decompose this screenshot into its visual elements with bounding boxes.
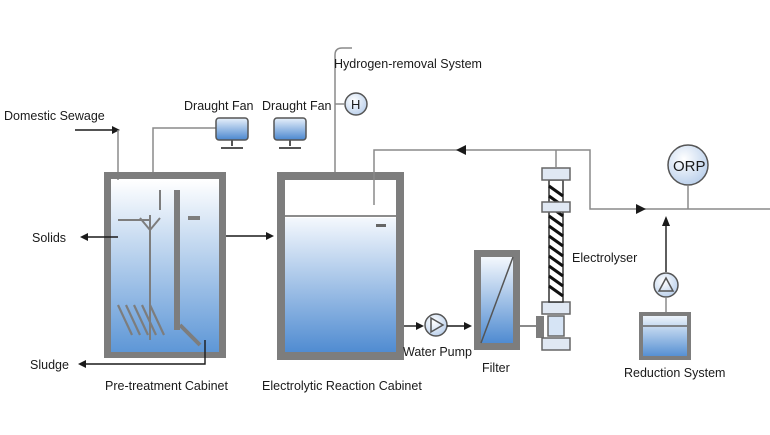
draught-fan-2: Draught Fan (262, 99, 332, 149)
hydrogen-symbol: H (351, 97, 360, 112)
electrolytic-cabinet-label: Electrolytic Reaction Cabinet (262, 379, 422, 393)
draught-fan-1: Draught Fan (152, 99, 254, 172)
pretreatment-wall-top (104, 172, 226, 179)
electrolyser-top-cap (541, 167, 571, 181)
pretreatment-cabinet: Pre-treatment Cabinet (104, 172, 229, 393)
electrolytic-level-probe (376, 224, 386, 227)
pretreatment-wall-bottom (104, 352, 226, 358)
solids-label: Solids (32, 231, 66, 245)
solids-outlet: Solids (32, 231, 118, 245)
reduction-pump-icon (657, 276, 675, 292)
electrolyser-label: Electrolyser (572, 251, 637, 265)
fan1-duct (152, 127, 216, 172)
sludge-arrow-line (82, 340, 206, 365)
reduction-tank (639, 312, 691, 360)
orp-meter: ORP (667, 144, 709, 209)
pretreatment-wall-right (219, 172, 226, 358)
electrolyser-base-cap (541, 337, 571, 351)
electrolytic-liquid (284, 218, 396, 353)
pretreatment-inclined-plates (117, 304, 165, 336)
pump-inlet-arrow (416, 322, 424, 330)
reduction-feed-arrow (662, 216, 670, 226)
return-pipe (373, 149, 556, 205)
electrolytic-reaction-cabinet: Electrolytic Reaction Cabinet (262, 172, 422, 393)
pretreatment-cabinet-label: Pre-treatment Cabinet (105, 379, 229, 393)
pump-outlet-arrow (464, 322, 472, 330)
return-arrow-head (456, 145, 466, 155)
return-line (373, 145, 770, 214)
electrolyser-inlet-flange (536, 316, 544, 338)
sludge-label: Sludge (30, 358, 69, 372)
fan1-body (215, 117, 249, 141)
pretreatment-wall-left (104, 172, 111, 358)
filter: Filter (474, 250, 536, 375)
transfer-arrow-head (266, 232, 274, 240)
electrolyser-lower-chamber (547, 315, 565, 337)
electrolyser: Electrolyser (536, 150, 637, 351)
pretreatment-liquid (110, 180, 220, 355)
electrolytic-wall-top (277, 172, 404, 180)
pretreatment-screen (118, 215, 151, 340)
transfer-pipe (226, 232, 274, 240)
sewage-inlet: Domestic Sewage (4, 109, 120, 190)
sludge-outlet: Sludge (30, 340, 206, 372)
orp-label: ORP (673, 158, 706, 175)
outlet-main-pipe (556, 149, 770, 210)
filter-label: Filter (482, 361, 510, 375)
electrolyser-mid-cap (541, 201, 571, 213)
water-pump: Water Pump (403, 313, 472, 359)
water-pump-label: Water Pump (403, 345, 472, 359)
domestic-sewage-label: Domestic Sewage (4, 109, 105, 123)
solids-arrow-head (80, 233, 88, 241)
draught-fan-1-label: Draught Fan (184, 99, 254, 113)
fan2-body (273, 117, 307, 141)
pretreatment-outlet-weir (188, 216, 200, 220)
orp-gauge (667, 144, 709, 186)
electrolytic-wall-left (277, 172, 285, 360)
reduction-system: Reduction System (624, 216, 725, 380)
pump-symbol-icon (430, 316, 445, 334)
electrolytic-wall-right (396, 172, 404, 360)
filter-media-line (480, 256, 514, 344)
pretreatment-weir (139, 217, 161, 232)
electrolytic-wall-bottom (277, 352, 404, 360)
pretreatment-baffle-foot (178, 323, 202, 347)
electrolyser-lower-cap (541, 301, 571, 315)
sludge-arrow-head (78, 360, 86, 368)
pretreatment-baffle (174, 190, 180, 330)
outlet-arrow-head (636, 204, 646, 214)
hydrogen-duct (334, 47, 352, 172)
hydrogen-removal-system: H Hydrogen-removal System (334, 47, 482, 172)
hydrogen-removal-label: Hydrogen-removal System (334, 57, 482, 71)
sewage-arrow-head (112, 126, 120, 134)
draught-fan-2-label: Draught Fan (262, 99, 332, 113)
reduction-system-label: Reduction System (624, 366, 725, 380)
